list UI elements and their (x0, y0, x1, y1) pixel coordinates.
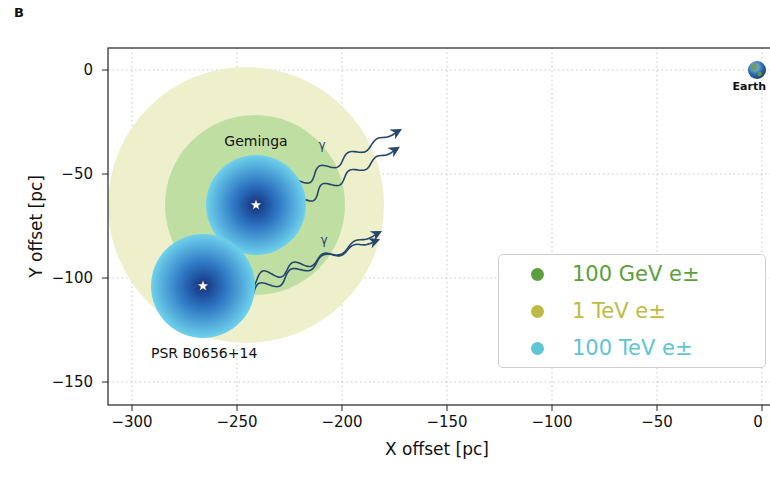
tick-mark (762, 405, 763, 411)
tick-mark (102, 70, 108, 71)
grid-line (447, 48, 448, 405)
tick-mark (102, 382, 108, 383)
legend-entry: 100 TeV e± (499, 330, 765, 367)
grid-line (108, 382, 770, 383)
legend-box: 100 GeV e± 1 TeV e± 100 TeV e± (498, 254, 766, 368)
panel-letter: B (14, 6, 24, 20)
tev-halo (108, 67, 384, 343)
tick-mark (237, 405, 238, 411)
tick-label: −50 (641, 414, 673, 431)
tick-label: −150 (426, 414, 467, 431)
pulsar-star (197, 280, 208, 291)
tick-mark (657, 405, 658, 411)
tick-label: −100 (531, 414, 572, 431)
grid-line (108, 70, 770, 71)
axis-title: X offset [pc] (385, 440, 489, 459)
tick-label: −150 (52, 374, 93, 391)
legend-entry: 1 TeV e± (499, 293, 765, 330)
tick-label: −250 (216, 414, 257, 431)
legend-text: 100 TeV e± (572, 337, 693, 360)
source-name: PSR B0656+14 (151, 346, 257, 361)
pulsar-star (250, 199, 261, 210)
grid-lines (108, 48, 770, 405)
halo-circle (151, 234, 255, 338)
legend-swatch (531, 305, 544, 318)
tick-mark (447, 405, 448, 411)
axis-ticks (102, 70, 762, 411)
tick-mark (102, 174, 108, 175)
legend-swatch (531, 342, 544, 355)
legend-text: 1 TeV e± (572, 300, 666, 323)
tick-label: −300 (111, 414, 152, 431)
earth-icon (748, 61, 766, 79)
legend-entry: 100 GeV e± (499, 256, 765, 293)
source-name: Geminga (224, 134, 287, 149)
legend-text: 100 GeV e± (572, 263, 700, 286)
tick-mark (342, 405, 343, 411)
tick-mark (552, 405, 553, 411)
earth-label: Earth (733, 81, 766, 93)
tick-label: 0 (753, 414, 763, 431)
legend-swatch (531, 268, 544, 281)
tick-label: 0 (83, 62, 93, 79)
tick-mark (132, 405, 133, 411)
tick-label: −50 (61, 166, 93, 183)
plot-frame (108, 48, 770, 405)
tick-mark (102, 278, 108, 279)
pulsar-halo: PSR B0656+14 (151, 234, 255, 338)
gamma-symbol: γ (318, 139, 325, 152)
tick-label: −100 (52, 270, 93, 287)
gamma-symbol: γ (320, 234, 327, 247)
tick-label: −200 (321, 414, 362, 431)
axis-title: Y offset [pc] (27, 175, 46, 278)
